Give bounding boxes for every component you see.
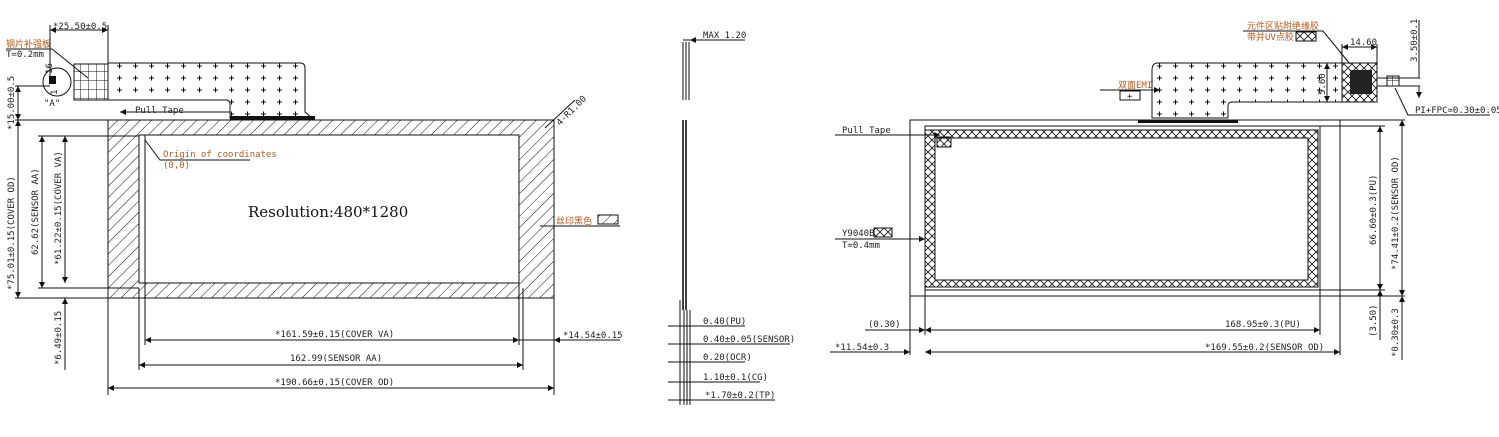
layer-sensor: 0.40±0.05(SENSOR) (703, 335, 795, 345)
fpc-tail-back (1151, 62, 1343, 119)
fpc-bond (230, 116, 315, 120)
dim-right-offset: *14.54±0.15 (563, 331, 623, 341)
pin-1-label: 1 (50, 90, 60, 95)
layer-pu: 0.40(PU) (703, 317, 746, 327)
dim-fpc-width: *25.50±0.5 (53, 22, 107, 32)
dim-fpc-length: *15.00±0.5 (7, 76, 17, 130)
dim-bottom-offset: *6.49±0.15 (54, 311, 64, 365)
pull-tape-back-label: Pull Tape (842, 126, 891, 136)
sensor-od (909, 119, 1341, 297)
components (1350, 70, 1372, 94)
dim-bottom-350: (3.50) (1369, 304, 1379, 337)
dim-cover-va-height: *61.22±0.15(COVER VA) (54, 151, 64, 265)
emi-plus-icon: + (1127, 92, 1133, 102)
detail-a-circle (42, 67, 72, 97)
stiffener-thickness: T=0.2mm (6, 50, 44, 60)
foam-label: Y9040B (842, 229, 875, 239)
foam-swatch (873, 227, 893, 238)
component-swatch (1295, 31, 1317, 42)
max-thickness-label: MAX 1.20 (703, 31, 746, 41)
front-view: 16 1 "A" 钢片补强板 T=0.2mm Resolution:480*12… (6, 22, 623, 395)
dim-cover-od-height: *75.01±0.15(COVER OD) (7, 176, 17, 290)
component-label-2: 带并UV点胶 (1247, 31, 1294, 43)
emi-label: 双面EMI (1118, 80, 1152, 91)
pull-tape-label: Pull Tape (135, 106, 184, 116)
dim-bottom-030: *0.30±0.3 (1391, 308, 1401, 357)
silkscreen-label: 丝印黑色 (556, 215, 592, 227)
dim-sensor-aa-height: 62.62(SENSOR AA) (31, 168, 41, 255)
corner-radius-label: 4-R1.00 (555, 94, 589, 128)
dim-pu-width: 168.95±0.3(PU) (1225, 320, 1301, 330)
dim-stiffener-height: 5.60 (1318, 73, 1328, 95)
dim-sensor-aa-width: 162.99(SENSOR AA) (290, 354, 382, 364)
dim-left-offset: *11.54±0.3 (835, 343, 889, 353)
origin-value: (0,0) (163, 161, 190, 171)
connector-pin (49, 76, 56, 84)
layer-ocr: 0.20(OCR) (703, 353, 752, 363)
silkscreen-swatch (597, 214, 619, 225)
active-area-back (934, 137, 1309, 281)
dim-cover-va-width: *161.59±0.15(COVER VA) (275, 330, 394, 340)
dim-stiffener-width: 14.60 (1350, 38, 1377, 48)
foam-thickness: T=0.4mm (842, 241, 880, 251)
origin-label: Origin of coordinates (163, 150, 277, 160)
dim-cover-od-width: *190.66±0.15(COVER OD) (275, 378, 394, 388)
stiffener-plate (73, 63, 109, 101)
dim-sensor-od-width: *169.55±0.2(SENSOR OD) (1205, 343, 1324, 353)
layer-dims: 0.40(PU) 0.40±0.05(SENSOR) 0.20(OCR) 1.1… (668, 317, 795, 401)
pi-fpc-label: PI+FPC=0.30±0.05 (1415, 106, 1499, 116)
pull-tape-tab (936, 136, 952, 148)
component-label-1: 元件区贴附绝缘胶 (1247, 20, 1319, 32)
layer-cg: 1.10±0.1(CG) (703, 373, 768, 383)
resolution-label: Resolution:480*1280 (248, 203, 408, 221)
side-view: MAX 1.20 0.40(PU) 0.40±0.05(SENSOR) 0.20… (668, 31, 795, 405)
emi-swatch (1119, 90, 1141, 101)
dim-sensor-od-height: *74.41±0.2(SENSOR OD) (1391, 156, 1401, 270)
back-view: Pull Tape Y9040B T=0.4mm 双面EMI + 元件区贴附绝缘… (830, 19, 1499, 360)
fpc-bond-back (1138, 120, 1238, 123)
dim-pu-height: 66.60±0.3(PU) (1369, 175, 1379, 245)
dim-left-030: (0.30) (868, 320, 901, 330)
layer-tp: *1.70±0.2(TP) (705, 391, 775, 401)
dim-tail: 3.50±0.1 (1410, 19, 1420, 62)
detail-a-label: "A" (44, 99, 60, 109)
stiffener-label: 钢片补强板 (6, 38, 51, 50)
